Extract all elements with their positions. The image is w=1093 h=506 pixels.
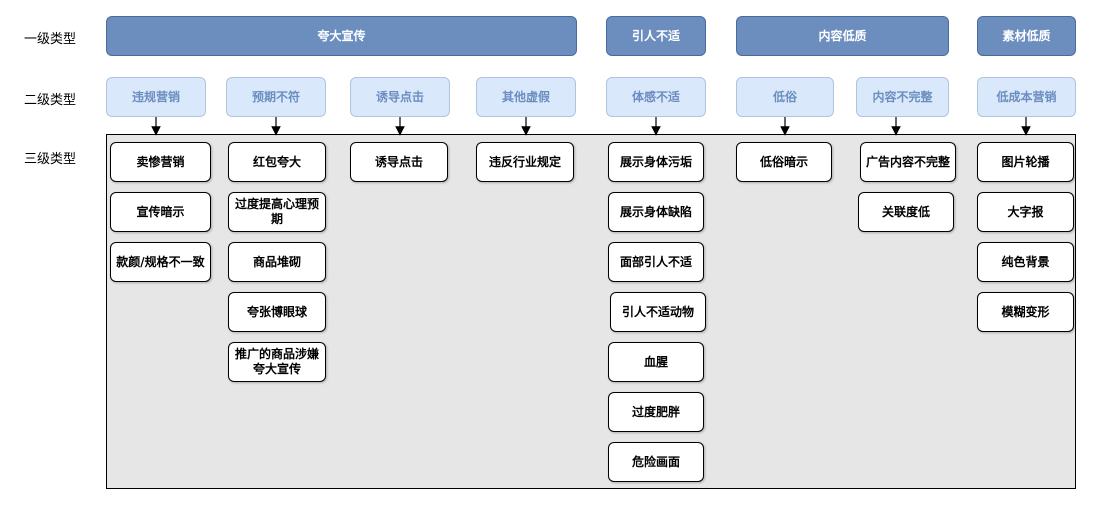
level2-box: 内容不完整 [856,77,949,117]
level3-box: 诱导点击 [350,142,448,182]
level2-box: 违规营销 [106,77,206,117]
level3-box: 红包夸大 [228,142,326,182]
level3-box: 过度提高心理预期 [228,192,326,232]
level3-box: 纯色背景 [977,242,1074,282]
row-label-level1: 一级类型 [24,32,77,47]
level2-box: 体感不适 [606,77,706,117]
level3-box: 广告内容不完整 [860,142,956,182]
level2-box: 其他虚假 [476,77,576,117]
level3-box: 模糊变形 [977,292,1074,332]
level3-box: 夸张博眼球 [228,292,326,332]
level3-box: 图片轮播 [977,142,1074,182]
level2-box: 低俗 [736,77,834,117]
level3-box: 展示身体缺陷 [608,192,704,232]
level3-box: 违反行业规定 [476,142,574,182]
level3-box: 展示身体污垢 [608,142,704,182]
level3-box: 过度肥胖 [608,392,704,432]
level3-box: 商品堆砌 [228,242,326,282]
level2-box: 诱导点击 [350,77,450,117]
level3-box: 关联度低 [858,192,954,232]
level3-box: 引人不适动物 [610,292,706,332]
level3-box: 低俗暗示 [736,142,832,182]
level1-box: 素材低质 [977,16,1076,56]
level2-box: 预期不符 [226,77,326,117]
level3-box: 血腥 [608,342,704,382]
level3-box: 危险画面 [608,442,704,482]
level3-box: 面部引人不适 [608,242,704,282]
level3-box: 卖惨营销 [110,142,211,182]
level1-box: 夸大宣传 [106,16,577,56]
level2-box: 低成本营销 [977,77,1076,117]
level3-box: 宣传暗示 [110,192,211,232]
row-label-level2: 二级类型 [24,93,77,108]
level3-box: 款颜/规格不一致 [110,242,211,282]
level1-box: 内容低质 [736,16,949,56]
level1-box: 引人不适 [606,16,706,56]
level3-box: 大字报 [977,192,1074,232]
level3-box: 推广的商品涉嫌夸大宣传 [228,342,326,382]
row-label-level3: 三级类型 [24,152,77,167]
